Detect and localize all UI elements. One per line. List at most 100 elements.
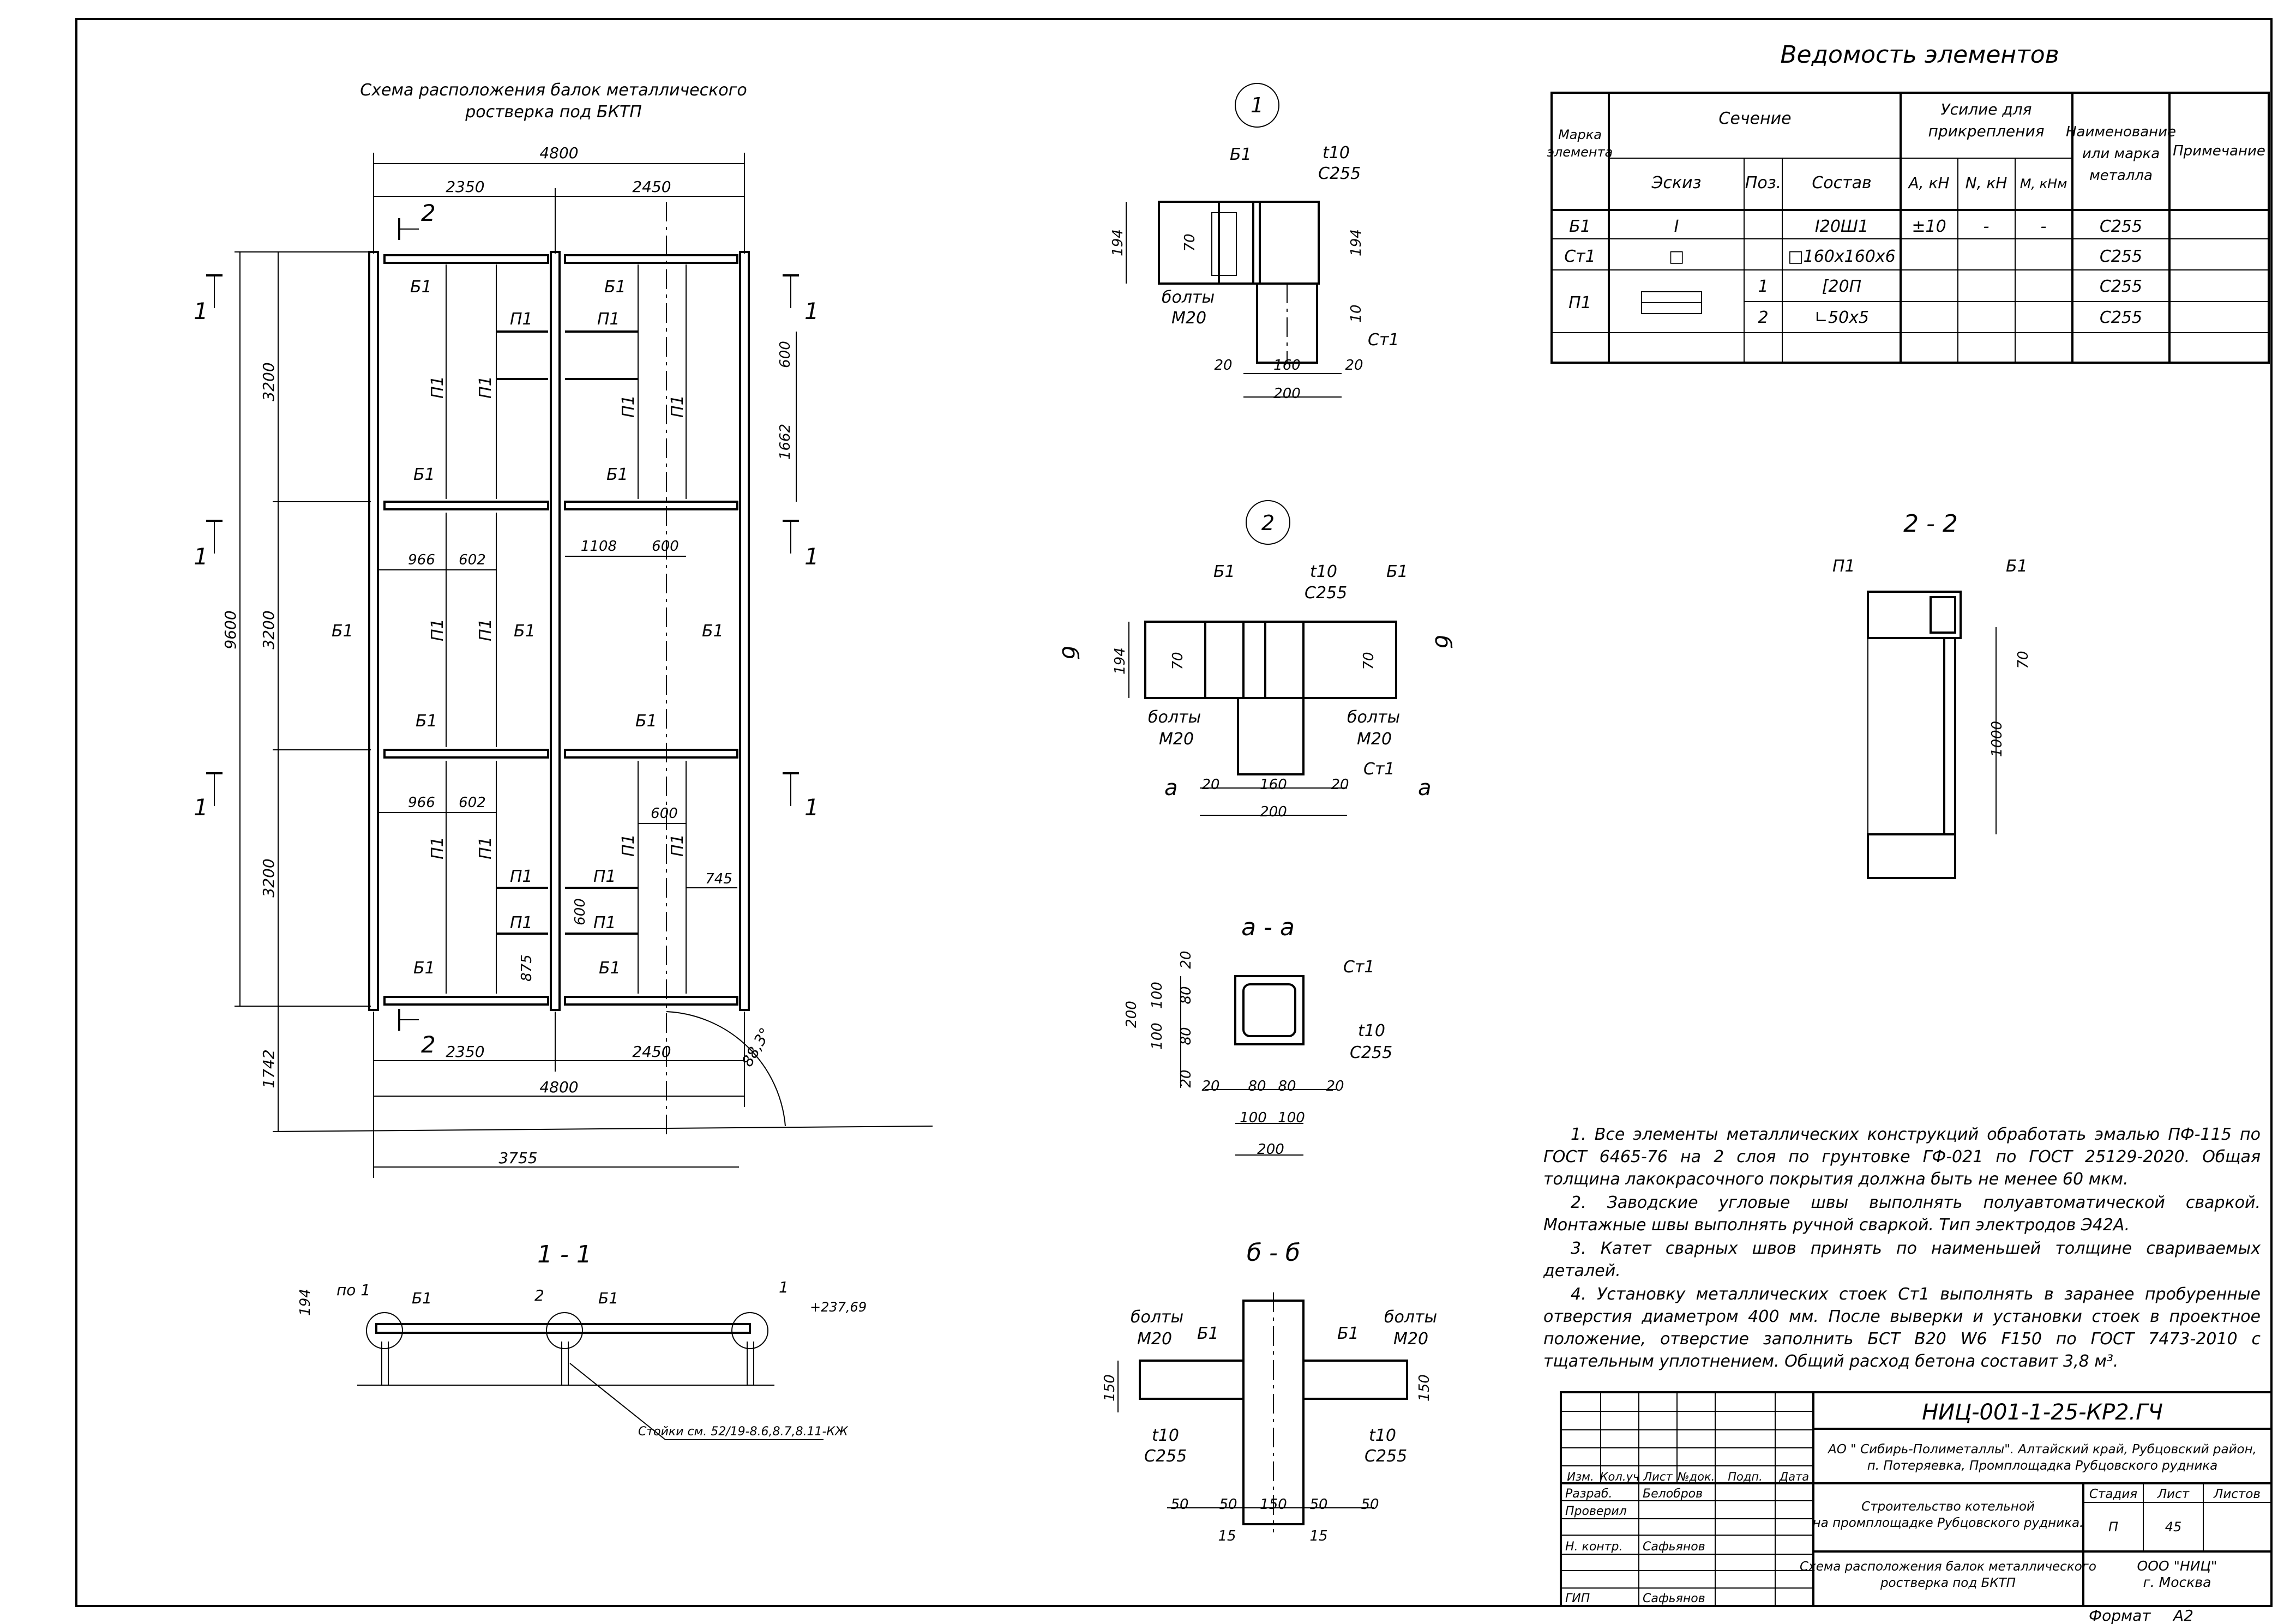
node1-d70: 70 — [1182, 233, 1198, 251]
section-bb-title: б - б — [1247, 1239, 1300, 1267]
stamp-drawing-line1: Схема расположения балок металлического — [1800, 1560, 2096, 1574]
stamp-drawing-line2: ростверка под БКТП — [1880, 1576, 2016, 1590]
aa-t10: t10 — [1358, 1021, 1385, 1040]
beams-horizontal — [383, 254, 738, 1006]
svg-text:I20Ш1: I20Ш1 — [1815, 217, 1868, 236]
plan-title-line2: ростверка под БКТП — [465, 103, 642, 122]
plan-title-line1: Схема расположения балок металлического — [360, 81, 747, 100]
table-h-force-1: Усилие для — [1941, 100, 2032, 118]
bb-d150-r: 150 — [1416, 1374, 1433, 1402]
aa-c255: С255 — [1350, 1043, 1392, 1062]
bb-c255-r: С255 — [1365, 1447, 1407, 1466]
title-block: Изм. Кол.уч Лист №док. Подп. Дата Разраб… — [1560, 1391, 2273, 1607]
node1-number: 1 — [1251, 93, 1264, 117]
svg-text:П1: П1 — [619, 395, 638, 418]
svg-text:Б1: Б1 — [599, 959, 621, 978]
s22-d1000: 1000 — [1989, 721, 2005, 757]
stamp-h-stage: Стадия — [2089, 1487, 2137, 1501]
svg-text:Б1: Б1 — [413, 465, 435, 484]
aa-d20-h2: 20 — [1326, 1078, 1344, 1094]
node2-mark-a-l: а — [1164, 775, 1178, 801]
aa-d80-v2: 80 — [1178, 1027, 1194, 1045]
svg-text:□160x160x6: □160x160x6 — [1788, 247, 1895, 266]
svg-text:2: 2 — [421, 1031, 436, 1058]
svg-text:С255: С255 — [2100, 217, 2142, 236]
stamp-nkontr-name: Сафьянов — [1643, 1540, 1705, 1554]
bb-d150-l: 150 — [1102, 1374, 1118, 1402]
stamp-h-izm: Изм. — [1567, 1470, 1594, 1483]
svg-text:1: 1 — [194, 298, 208, 324]
node2-d20-a: 20 — [1201, 777, 1219, 793]
s11-n1: 1 — [779, 1278, 789, 1296]
stamp-proveril: Проверил — [1565, 1505, 1627, 1518]
format-label: Формат — [2089, 1607, 2151, 1624]
aa-d100-v2: 100 — [1149, 1022, 1165, 1050]
svg-text:∟50x5: ∟50x5 — [1814, 308, 1869, 327]
stamp-h-kol: Кол.уч — [1600, 1470, 1640, 1483]
svg-text:2: 2 — [1758, 308, 1768, 327]
table-h-name-2: или марка — [2082, 146, 2160, 162]
plan-dim-875: 875 — [519, 954, 535, 982]
node2-mark-b-r: б — [1430, 635, 1455, 649]
svg-text:С255: С255 — [2100, 277, 2142, 296]
svg-text:П1: П1 — [619, 834, 638, 857]
plan-dim-745: 745 — [705, 871, 732, 887]
table-h-n: N, кН — [1966, 174, 2008, 192]
plan-dim-602-b: 602 — [459, 795, 486, 811]
node1-d20-b: 20 — [1345, 357, 1363, 374]
aa-d100-v1: 100 — [1149, 982, 1165, 1009]
node2-bolts-l: болты — [1148, 708, 1201, 727]
table-h-name-3: металла — [2089, 167, 2153, 184]
aa-d80-v1: 80 — [1178, 986, 1194, 1004]
plan-dim-total-bottom: 4800 — [539, 1078, 578, 1096]
node2-d70-r: 70 — [1361, 652, 1377, 670]
s11-b1-a: Б1 — [412, 1289, 432, 1307]
note-1: 1. Все элементы металлических конструкци… — [1543, 1125, 2261, 1189]
svg-text:1: 1 — [194, 794, 208, 821]
node1-d194-left: 194 — [1110, 229, 1126, 256]
node2-mark-a-r: а — [1418, 775, 1432, 801]
stamp-h-list: Лист — [1643, 1470, 1673, 1483]
bb-d15-r: 15 — [1309, 1528, 1327, 1544]
plan-dim-h2: 3200 — [260, 610, 278, 649]
bb-d50-c: 50 — [1309, 1496, 1327, 1513]
stamp-razrab-name: Белобров — [1643, 1487, 1703, 1501]
node2-c255: С255 — [1305, 584, 1347, 603]
node2-b1-r: Б1 — [1386, 562, 1408, 581]
bb-m20-r: М20 — [1393, 1330, 1428, 1349]
aa-d80-h2: 80 — [1278, 1078, 1296, 1094]
svg-text:П1: П1 — [1568, 293, 1591, 312]
section-markers-2: 2 2 — [398, 200, 436, 1058]
table-h-force-2: прикрепления — [1928, 122, 2045, 140]
section-11: 1 - 1 194 по 1 Б1 2 Б1 1 +237,69 Стойки … — [297, 1241, 867, 1440]
node2-m20-l: М20 — [1159, 730, 1194, 749]
aa-st1: Ст1 — [1343, 958, 1375, 977]
table-h-name-1: Наименование — [2066, 124, 2176, 140]
aa-d100-h1: 100 — [1240, 1110, 1267, 1126]
plan-dim-1662: 1662 — [777, 424, 794, 460]
table-h-a: А, кН — [1908, 174, 1950, 192]
table-h-section: Сечение — [1718, 109, 1791, 128]
table-h-mark-1: Марка — [1558, 127, 1602, 142]
node-2: 2 194 70 70 20 160 20 200 Б1 t10 С255 Б1… — [1057, 500, 1455, 820]
stamp-org-line1: АО " Сибирь-Полиметаллы". Алтайский край… — [1827, 1442, 2257, 1457]
svg-text:П1: П1 — [593, 913, 616, 933]
node1-t10: t10 — [1323, 143, 1350, 163]
svg-text:1: 1 — [194, 543, 208, 570]
node1-bolts: болты — [1162, 288, 1215, 307]
svg-text:С255: С255 — [2100, 247, 2142, 266]
plan-dim-3755: 3755 — [498, 1149, 537, 1167]
channels-p1 — [446, 264, 687, 994]
beam-middle — [550, 251, 561, 1011]
node2-mark-b-l: б — [1057, 646, 1082, 660]
s11-b1-b: Б1 — [598, 1289, 618, 1307]
plan-dim-total-top: 4800 — [539, 144, 578, 162]
svg-text:П1: П1 — [428, 837, 447, 859]
plan-dim-right-bottom: 2450 — [632, 1043, 671, 1061]
bb-m20-l: М20 — [1137, 1330, 1172, 1349]
svg-text:Б1: Б1 — [332, 622, 353, 641]
svg-text:П1: П1 — [510, 867, 533, 886]
aa-d20-v1: 20 — [1178, 951, 1194, 969]
svg-text:П1: П1 — [476, 837, 495, 859]
